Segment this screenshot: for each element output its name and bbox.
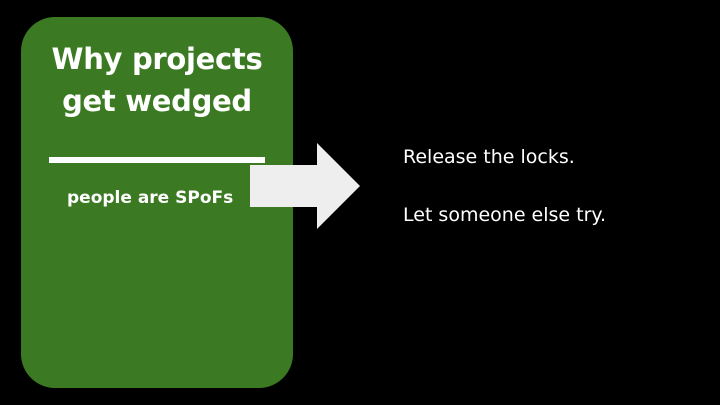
card-subtitle: people are SPoFs: [67, 188, 234, 208]
right-arrow-shape: [250, 143, 360, 229]
right-arrow-icon: [250, 143, 362, 231]
note-line-let-someone-try: Let someone else try.: [403, 204, 606, 226]
card-title-line-2: get wedged: [62, 84, 252, 118]
card-title-line-1: Why projects: [51, 42, 263, 76]
title-divider: [49, 157, 265, 163]
card-title: Why projects get wedged: [21, 38, 293, 122]
topic-card: Why projects get wedged people are SPoFs: [21, 17, 293, 388]
note-line-release-locks: Release the locks.: [403, 146, 575, 168]
